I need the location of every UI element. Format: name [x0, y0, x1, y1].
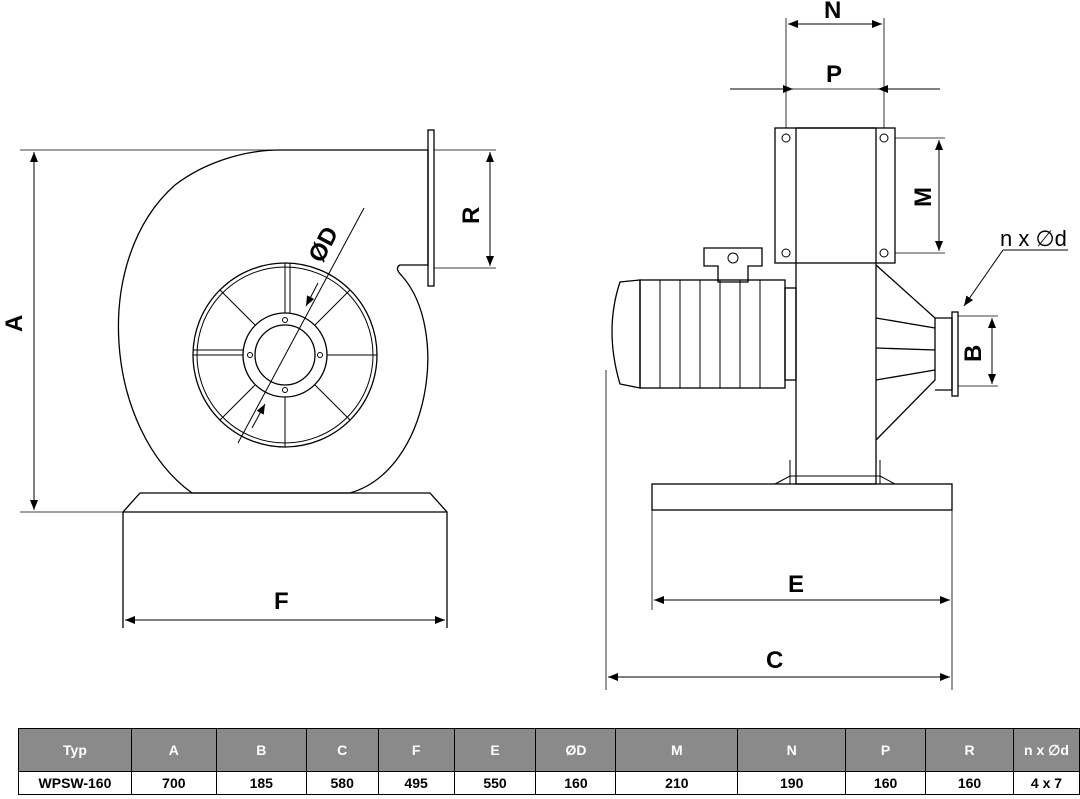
table-header: R	[925, 728, 1014, 772]
dim-label-f: F	[274, 588, 289, 615]
motor	[611, 247, 797, 389]
table-header: A	[130, 728, 217, 772]
table-cell: 190	[737, 771, 847, 795]
table-row: WPSW-160 700 185 580 495 550 160 210 190…	[18, 771, 1080, 795]
table-header: N	[737, 728, 847, 772]
table-header: Typ	[18, 728, 132, 772]
table-header: E	[453, 728, 537, 772]
side-view: N P M n x ∅d B E C	[605, 0, 1068, 690]
dim-label-d: ØD	[303, 222, 344, 266]
table-cell: 185	[215, 771, 307, 795]
dim-label-p: P	[826, 61, 842, 88]
technical-drawing: ØD A R F	[1, 0, 1068, 690]
dim-label-a: A	[1, 315, 28, 332]
table-cell: 495	[377, 771, 455, 795]
dim-label-e: E	[788, 571, 804, 598]
table-header: P	[845, 728, 927, 772]
front-view: ØD A R F	[1, 129, 496, 628]
table-header: C	[305, 728, 379, 772]
table-header: ØD	[535, 728, 617, 772]
dim-label-c: C	[766, 647, 783, 674]
dim-label-nxd: n x ∅d	[1000, 226, 1067, 251]
table-cell: WPSW-160	[18, 771, 132, 795]
dim-label-n: N	[824, 0, 841, 24]
table-cell: 210	[615, 771, 739, 795]
dim-label-r: R	[458, 207, 485, 224]
table-cell: 550	[453, 771, 537, 795]
dim-label-m: M	[910, 187, 937, 207]
dimensions-table: Typ A B C F E ØD M N P R n x ∅d WPSW-160…	[18, 728, 1080, 795]
table-header: M	[615, 728, 739, 772]
table-header: F	[377, 728, 455, 772]
table-cell: 4 x 7	[1012, 771, 1080, 795]
table-header: B	[215, 728, 307, 772]
table-cell: 160	[535, 771, 617, 795]
table-header: n x ∅d	[1012, 728, 1080, 772]
table-cell: 580	[305, 771, 379, 795]
dim-label-b: B	[960, 345, 987, 362]
table-cell: 160	[845, 771, 927, 795]
table-cell: 700	[130, 771, 217, 795]
table-header-row: Typ A B C F E ØD M N P R n x ∅d	[18, 728, 1080, 772]
table-cell: 160	[925, 771, 1014, 795]
